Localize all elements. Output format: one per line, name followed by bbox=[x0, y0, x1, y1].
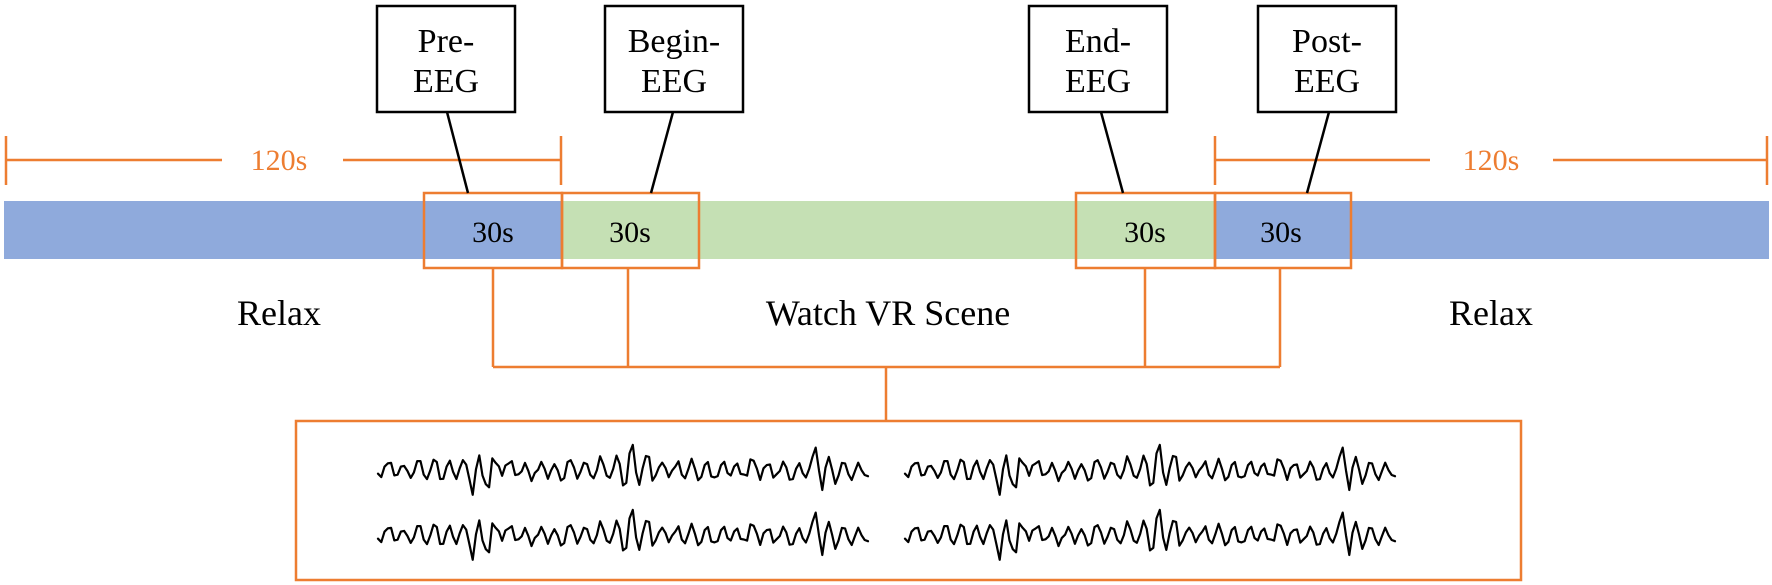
segment-post-box bbox=[1213, 191, 1353, 270]
segment-pre-label: 30s bbox=[472, 216, 514, 249]
end-eeg-callout: End- EEG bbox=[1027, 4, 1169, 194]
eeg-trace bbox=[903, 508, 1397, 561]
watch-band bbox=[562, 201, 1216, 259]
segment-post-label: 30s bbox=[1260, 216, 1302, 249]
eeg-signal-panel bbox=[294, 419, 1523, 582]
eeg-trace bbox=[903, 443, 1397, 496]
duration-marker-right bbox=[1213, 136, 1769, 185]
eeg-trace bbox=[376, 443, 870, 496]
begin-eeg-label-line1: Begin- bbox=[628, 23, 721, 60]
post-eeg-label-line1: Post- bbox=[1292, 23, 1362, 60]
begin-eeg-callout: Begin- EEG bbox=[603, 4, 745, 194]
pre-eeg-callout: Pre- EEG bbox=[375, 4, 517, 194]
relax-band-right bbox=[1216, 201, 1769, 259]
eeg-trace bbox=[376, 508, 870, 561]
post-eeg-label-line2: EEG bbox=[1294, 63, 1360, 100]
phase-label-watch: Watch VR Scene bbox=[766, 293, 1010, 333]
segment-begin-label: 30s bbox=[609, 216, 651, 249]
begin-eeg-label-line2: EEG bbox=[641, 63, 707, 100]
phase-label-relax-right: Relax bbox=[1449, 293, 1533, 333]
segment-connector bbox=[491, 268, 1282, 421]
duration-label-right: 120s bbox=[1463, 144, 1520, 177]
duration-marker-left bbox=[4, 136, 563, 185]
end-eeg-label-line1: End- bbox=[1065, 23, 1131, 60]
phase-label-relax-left: Relax bbox=[237, 293, 321, 333]
segment-begin-box bbox=[560, 191, 701, 270]
relax-band-left bbox=[4, 201, 562, 259]
eeg-waveform-icon bbox=[376, 443, 1397, 561]
pre-eeg-label-line1: Pre- bbox=[418, 23, 475, 60]
pre-eeg-label-line2: EEG bbox=[413, 63, 479, 100]
end-eeg-label-line2: EEG bbox=[1065, 63, 1131, 100]
segment-end-label: 30s bbox=[1124, 216, 1166, 249]
post-eeg-callout: Post- EEG bbox=[1256, 4, 1398, 194]
duration-label-left: 120s bbox=[251, 144, 308, 177]
